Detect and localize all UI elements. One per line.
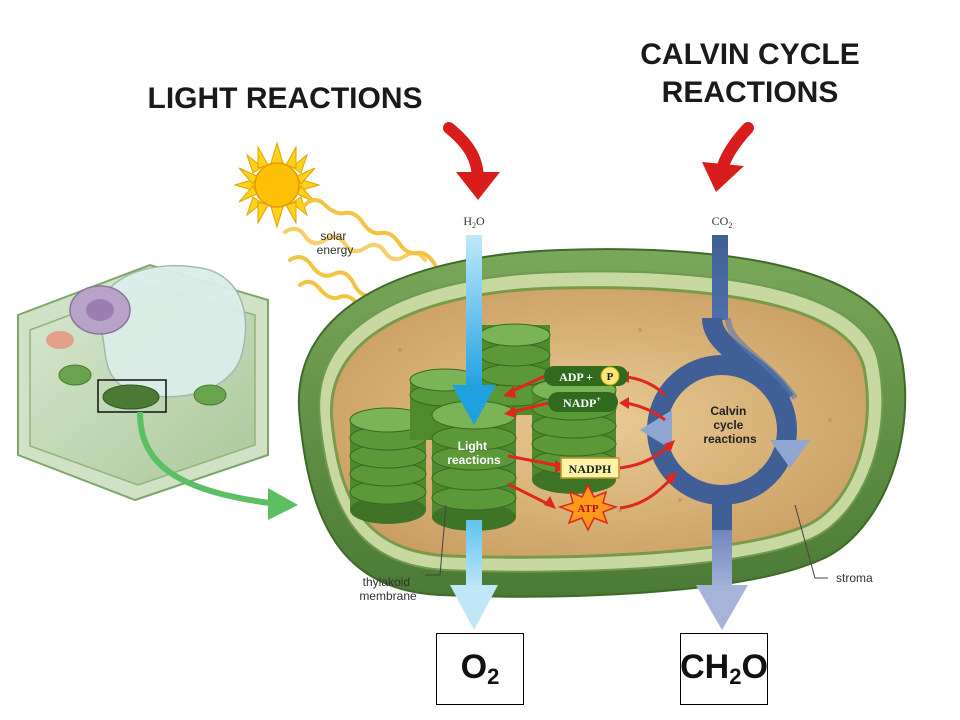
svg-text:ADP +: ADP + — [559, 370, 593, 384]
svg-text:P: P — [607, 371, 614, 383]
leader-lines — [425, 504, 828, 579]
water-label: H2O — [463, 214, 485, 230]
sugar-product-label: CH2O — [680, 648, 768, 689]
adp-tag: ADP + P — [544, 366, 628, 386]
red-arrowheads — [503, 371, 677, 509]
energy-transfer-arrows — [507, 374, 674, 510]
sun-icon — [233, 141, 321, 229]
light-reactions-label: Light reactions — [447, 439, 501, 467]
nadph-tag: NADPH — [560, 457, 620, 479]
calvin-title-line1: CALVIN CYCLE — [640, 38, 860, 71]
water-entry-red-arrow — [443, 122, 500, 200]
calvin-cycle-label: Calvin cycle reactions — [703, 404, 757, 446]
stroma-label: stroma — [836, 571, 873, 585]
oxygen-product-label: O2 — [460, 648, 500, 689]
co2-label: CO2 — [712, 214, 733, 230]
light-reactions-title: LIGHT REACTIONS — [147, 82, 423, 115]
nadp-tag: NADP+ — [548, 392, 618, 412]
oxygen-output-arrow — [450, 520, 498, 630]
co2-input-arrow — [712, 235, 728, 320]
calvin-title-line2: REACTIONS — [661, 76, 839, 109]
water-input-arrow — [452, 235, 496, 425]
svg-text:NADPH: NADPH — [569, 462, 612, 476]
plant-cell-illustration — [17, 263, 269, 502]
zoom-connector-arrow — [137, 411, 298, 520]
granum-center — [431, 400, 517, 531]
calvin-cycle-loop — [640, 316, 810, 530]
thylakoid-membrane-label: thylakoid membrane — [359, 575, 417, 603]
solar-energy-label: solar energy — [317, 229, 354, 257]
svg-text:NADP+: NADP+ — [563, 395, 601, 410]
calvin-cycle-title: CALVIN CYCLE REACTIONS — [560, 36, 940, 112]
sugar-output-arrow — [696, 530, 748, 630]
atp-tag: ATP — [557, 483, 619, 532]
svg-text:ATP: ATP — [577, 503, 598, 515]
sugar-product-box: CH2O — [680, 633, 768, 705]
co2-entry-red-arrow — [702, 122, 754, 192]
oxygen-product-box: O2 — [436, 633, 524, 705]
